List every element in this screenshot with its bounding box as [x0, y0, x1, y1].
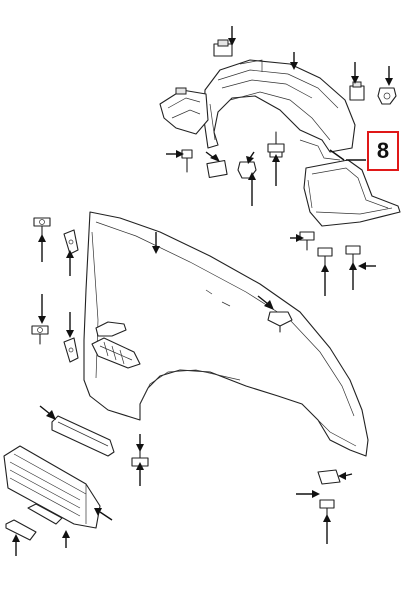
front-trim-strip	[51, 415, 115, 457]
leader-arrows	[12, 26, 393, 556]
clip-top	[213, 39, 233, 57]
bolt-liner-1	[181, 149, 193, 173]
reference-callout: 8	[367, 131, 399, 171]
bolt-left-1	[33, 217, 51, 239]
nut-right-1	[377, 87, 397, 105]
clip-lower-1	[317, 469, 341, 485]
retainer-mid	[267, 311, 293, 333]
clip-liner-1	[206, 159, 228, 179]
side-marker-lens	[91, 337, 141, 369]
clip-right-1	[349, 81, 365, 101]
bolt-left-2	[31, 325, 49, 345]
bracket-left-1	[63, 229, 79, 255]
side-marker-lamp	[95, 321, 127, 337]
inner-fender-liner	[159, 59, 356, 161]
bolt-right-1	[299, 231, 315, 251]
lower-grille	[3, 445, 101, 541]
bracket-left-2	[63, 337, 79, 363]
splash-shield	[303, 159, 401, 227]
fender-panel	[83, 211, 369, 457]
bolt-liner-2	[267, 131, 285, 158]
reference-number: 8	[376, 138, 390, 163]
